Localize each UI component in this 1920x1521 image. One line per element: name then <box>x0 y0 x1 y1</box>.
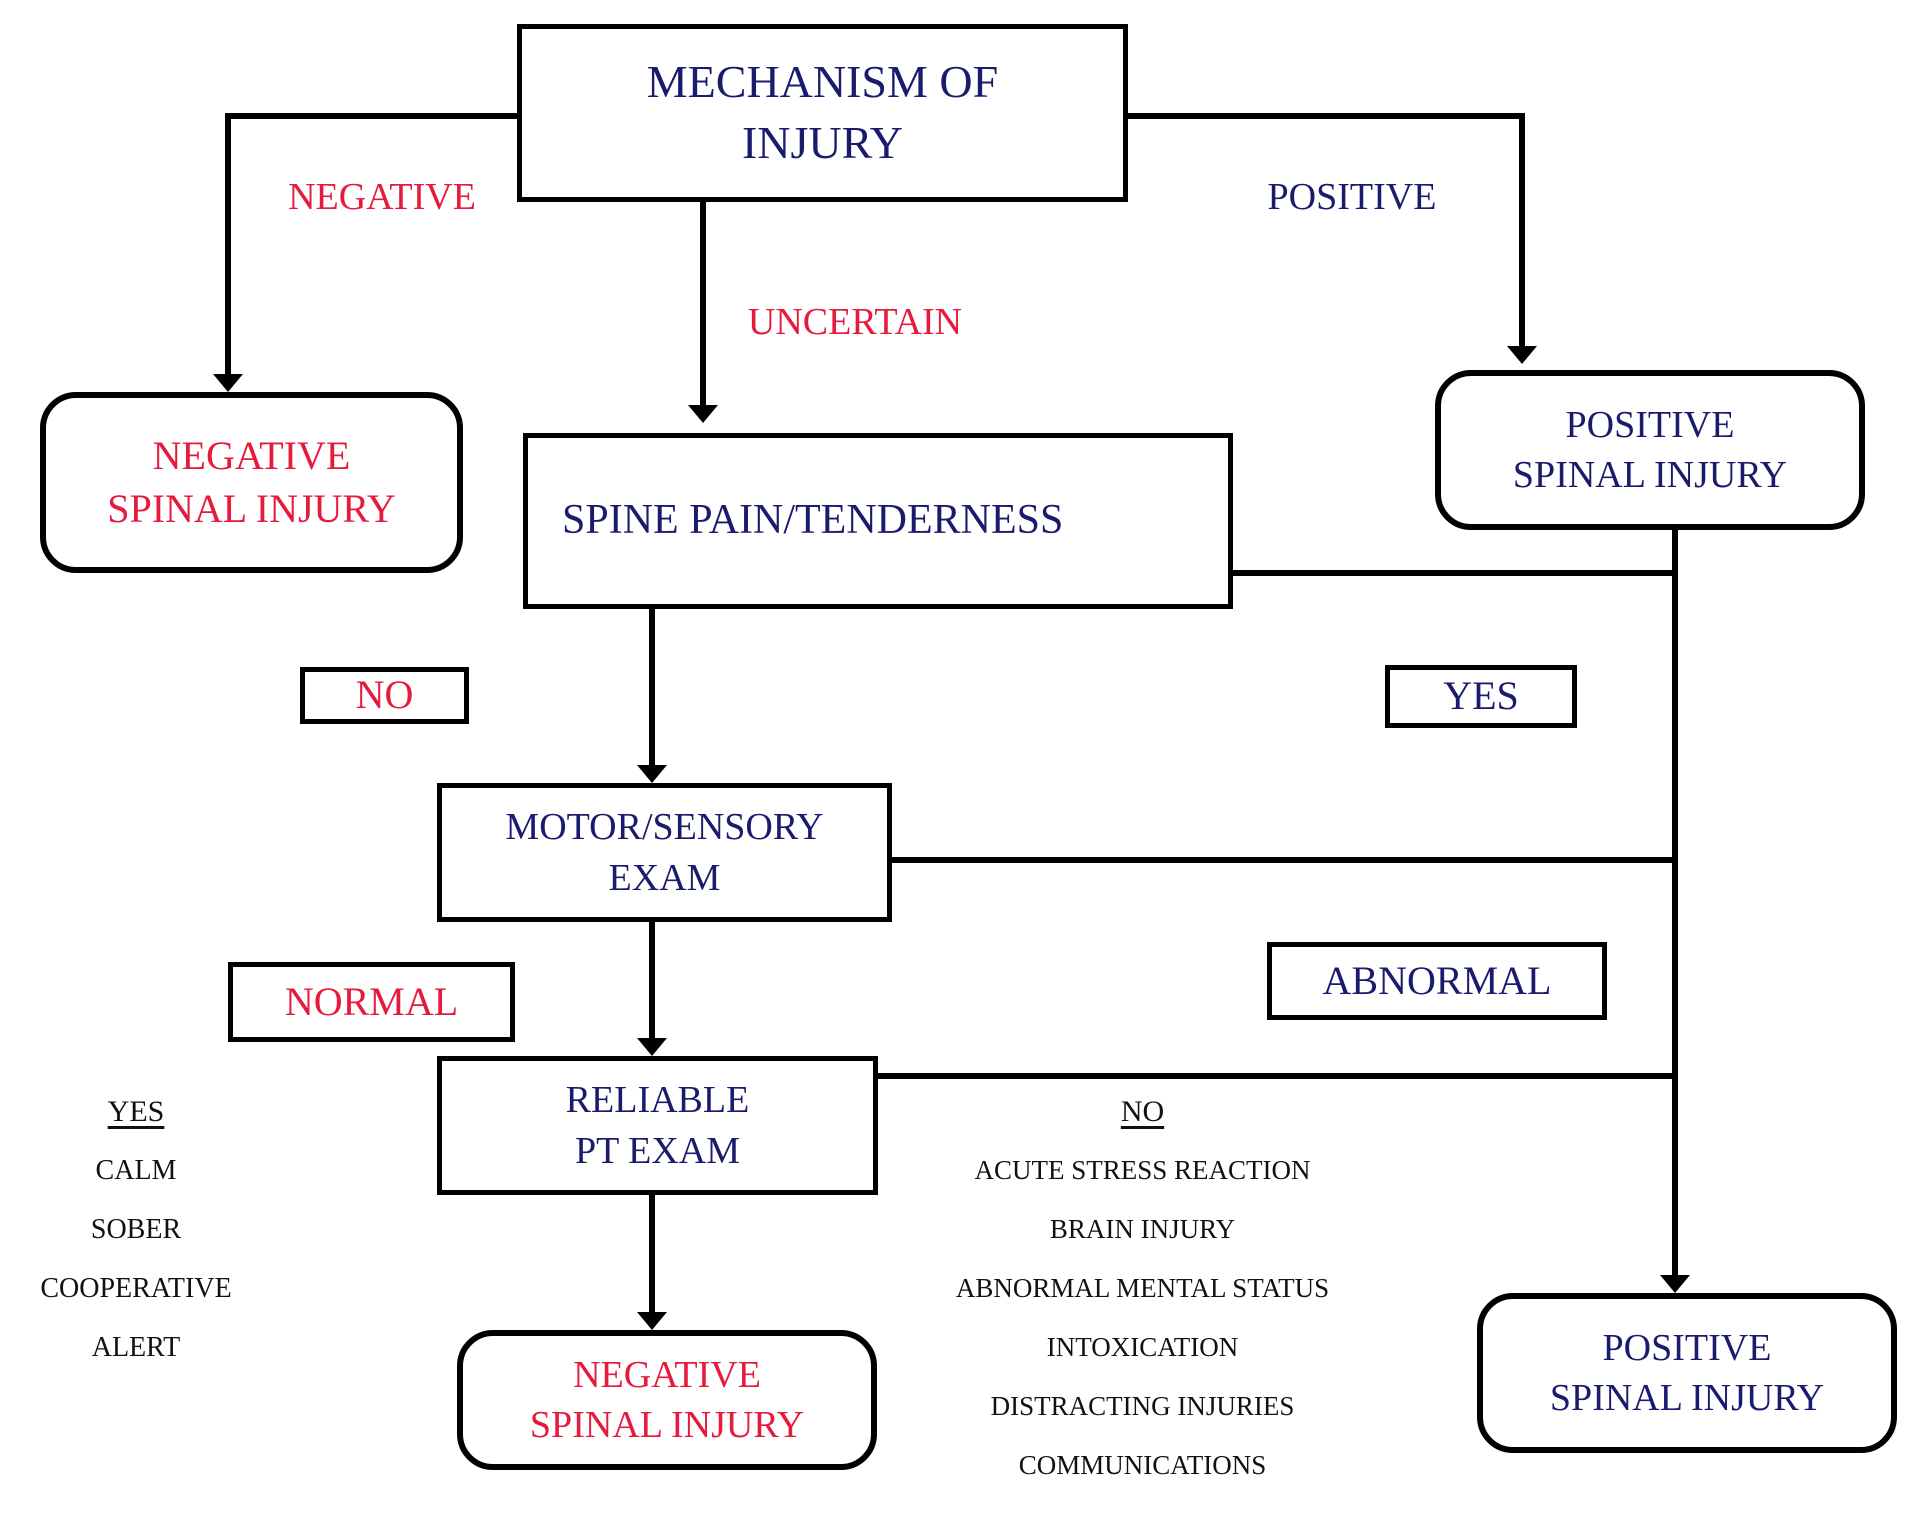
reliable-yes-list-heading: YES <box>107 1094 165 1128</box>
arrowhead-to-reliable-pt <box>637 1038 667 1056</box>
connector-spine-no-vertical <box>649 609 655 767</box>
connector-reliable-no-horizontal <box>878 1073 1675 1079</box>
list-item: ALERT <box>91 1331 181 1363</box>
abnormal-branch-label: ABNORMAL <box>1322 957 1552 1003</box>
normal-branch-box: NORMAL <box>228 962 515 1042</box>
reliable-pt-exam-line1: RELIABLE <box>565 1079 750 1122</box>
list-item: ABNORMAL MENTAL STATUS <box>955 1273 1330 1303</box>
negative-spinal-bottom-line2: SPINAL INJURY <box>529 1404 805 1446</box>
connector-motor-abnormal-horizontal <box>892 857 1675 863</box>
list-item: COMMUNICATIONS <box>1018 1450 1267 1480</box>
negative-spinal-top-line1: NEGATIVE <box>152 432 351 478</box>
arrowhead-to-negative-spinal-top <box>213 374 243 392</box>
negative-spinal-injury-bottom-node: NEGATIVE SPINAL INJURY <box>457 1330 877 1470</box>
motor-sensory-exam-node: MOTOR/SENSORY EXAM <box>437 783 892 922</box>
mechanism-of-injury-node: MECHANISM OF INJURY <box>517 24 1128 202</box>
positive-spinal-bottom-line1: POSITIVE <box>1602 1326 1772 1369</box>
positive-spinal-injury-top-node: POSITIVE SPINAL INJURY <box>1435 370 1865 530</box>
positive-spinal-top-line1: POSITIVE <box>1565 403 1735 446</box>
positive-spinal-injury-bottom-node: POSITIVE SPINAL INJURY <box>1477 1293 1897 1453</box>
spine-pain-tenderness-node: SPINE PAIN/TENDERNESS <box>523 433 1233 609</box>
list-item: COOPERATIVE <box>40 1272 232 1304</box>
arrowhead-to-spine-pain <box>688 405 718 423</box>
list-item: SOBER <box>90 1213 182 1245</box>
reliable-no-list-heading: NO <box>1120 1094 1165 1128</box>
connector-spine-yes-horizontal <box>1233 570 1678 576</box>
negative-spinal-bottom-line1: NEGATIVE <box>573 1353 761 1396</box>
no-branch-label: NO <box>355 672 414 718</box>
arrowhead-to-positive-spinal-bottom <box>1660 1275 1690 1293</box>
connector-positive-horizontal <box>1128 113 1525 119</box>
list-item: BRAIN INJURY <box>1049 1214 1236 1244</box>
normal-branch-label: NORMAL <box>284 978 459 1024</box>
positive-branch-label: POSITIVE <box>1267 176 1437 218</box>
arrowhead-to-negative-spinal-bottom <box>637 1312 667 1330</box>
motor-sensory-exam-line1: MOTOR/SENSORY <box>505 806 824 849</box>
connector-negative-vertical <box>225 113 231 378</box>
positive-spinal-top-line2: SPINAL INJURY <box>1512 454 1788 496</box>
negative-spinal-injury-top-node: NEGATIVE SPINAL INJURY <box>40 392 463 573</box>
negative-branch-label: NEGATIVE <box>288 176 476 218</box>
mechanism-of-injury-line2: INJURY <box>741 117 904 168</box>
spine-pain-tenderness-label: SPINE PAIN/TENDERNESS <box>562 497 1064 544</box>
list-item: ACUTE STRESS REACTION <box>974 1155 1311 1185</box>
negative-spinal-top-line2: SPINAL INJURY <box>107 485 396 531</box>
mechanism-of-injury-line1: MECHANISM OF <box>646 56 999 108</box>
list-item: INTOXICATION <box>1046 1332 1239 1362</box>
connector-motor-normal-vertical <box>649 922 655 1040</box>
connector-reliable-yes-vertical <box>649 1195 655 1314</box>
no-branch-box: NO <box>300 667 469 724</box>
reliable-pt-exam-node: RELIABLE PT EXAM <box>437 1056 878 1195</box>
list-item: DISTRACTING INJURIES <box>990 1391 1295 1421</box>
arrowhead-to-motor-sensory <box>637 765 667 783</box>
reliable-no-list: NO ACUTE STRESS REACTION BRAIN INJURY AB… <box>930 1082 1355 1495</box>
connector-positive-vertical <box>1519 113 1525 346</box>
reliable-pt-exam-line2: PT EXAM <box>574 1129 741 1172</box>
connector-right-main-vertical <box>1672 528 1678 1275</box>
uncertain-branch-label: UNCERTAIN <box>747 301 963 343</box>
motor-sensory-exam-line2: EXAM <box>608 856 721 899</box>
list-item: CALM <box>95 1154 177 1186</box>
connector-negative-horizontal <box>228 113 522 119</box>
yes-branch-label: YES <box>1443 673 1519 719</box>
abnormal-branch-box: ABNORMAL <box>1267 942 1607 1020</box>
connector-uncertain-vertical <box>700 202 706 405</box>
reliable-yes-list: YES CALM SOBER COOPERATIVE ALERT <box>0 1082 272 1377</box>
positive-spinal-bottom-line2: SPINAL INJURY <box>1549 1377 1825 1419</box>
arrowhead-to-positive-spinal-top <box>1507 346 1537 364</box>
yes-branch-box: YES <box>1385 665 1577 728</box>
